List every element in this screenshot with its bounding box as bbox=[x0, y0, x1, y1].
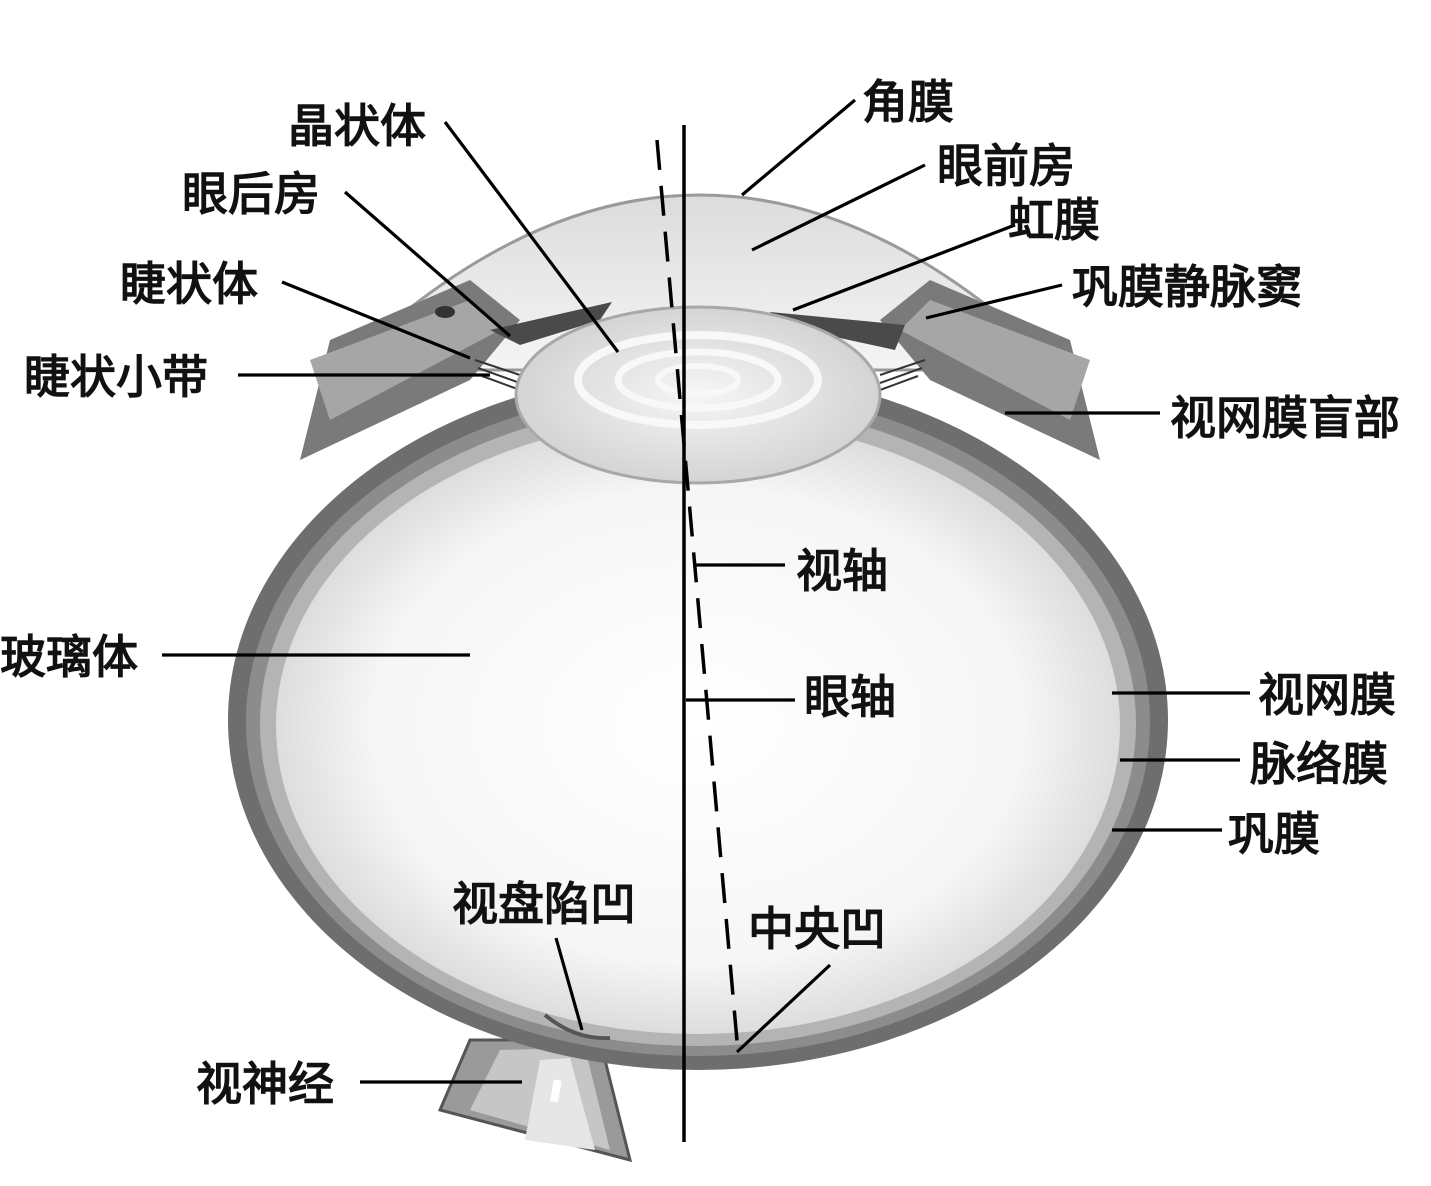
leader-lens bbox=[443, 121, 620, 353]
label-retina: 视网膜 bbox=[1258, 668, 1396, 722]
leader-scleral-venous-sinus bbox=[925, 283, 1063, 320]
visual-axis-line bbox=[655, 139, 740, 1053]
label-ciliary-body: 睫状体 bbox=[120, 257, 258, 311]
vitreous-body bbox=[276, 418, 1120, 1034]
label-anterior-chamber: 眼前房 bbox=[937, 139, 1075, 193]
leader-lines bbox=[162, 98, 1250, 1084]
label-scleral-venous-sinus: 巩膜静脉窦 bbox=[1072, 260, 1302, 314]
label-lens: 晶状体 bbox=[288, 99, 426, 153]
ciliary-body bbox=[300, 280, 1100, 460]
label-visual-axis: 视轴 bbox=[796, 544, 888, 598]
leader-ciliary-body bbox=[281, 280, 471, 360]
label-choroid: 脉络膜 bbox=[1250, 737, 1388, 791]
optic-nerve bbox=[437, 1038, 633, 1163]
leader-cornea bbox=[740, 98, 857, 197]
label-optic-axis: 眼轴 bbox=[804, 670, 896, 724]
label-fovea: 中央凹 bbox=[748, 902, 886, 956]
label-vitreous-body: 玻璃体 bbox=[0, 630, 138, 684]
label-optic-nerve: 视神经 bbox=[196, 1057, 334, 1111]
optic-disc-cup bbox=[543, 1013, 611, 1041]
leader-optic-disc-cup bbox=[554, 937, 584, 1031]
label-ora-serrata-blind-part: 视网膜盲部 bbox=[1170, 391, 1400, 445]
leader-fovea bbox=[735, 963, 832, 1054]
label-posterior-chamber: 眼后房 bbox=[182, 167, 320, 221]
label-iris: 虹膜 bbox=[1008, 193, 1100, 247]
ciliary-zonule bbox=[474, 359, 926, 391]
label-sclera: 巩膜 bbox=[1228, 807, 1320, 861]
label-optic-disc-cup: 视盘陷凹 bbox=[452, 877, 636, 931]
label-cornea: 角膜 bbox=[862, 75, 954, 129]
label-ciliary-zonule: 睫状小带 bbox=[24, 350, 208, 404]
leader-anterior-chamber bbox=[751, 163, 926, 252]
lens bbox=[514, 305, 882, 485]
leader-iris bbox=[792, 223, 1016, 312]
leader-posterior-chamber bbox=[343, 190, 512, 338]
iris bbox=[490, 302, 905, 350]
labels: 晶状体 眼后房 睫状体 睫状小带 玻璃体 视盘陷凹 视神经 角膜 眼前房 虹膜 … bbox=[0, 75, 1400, 1111]
